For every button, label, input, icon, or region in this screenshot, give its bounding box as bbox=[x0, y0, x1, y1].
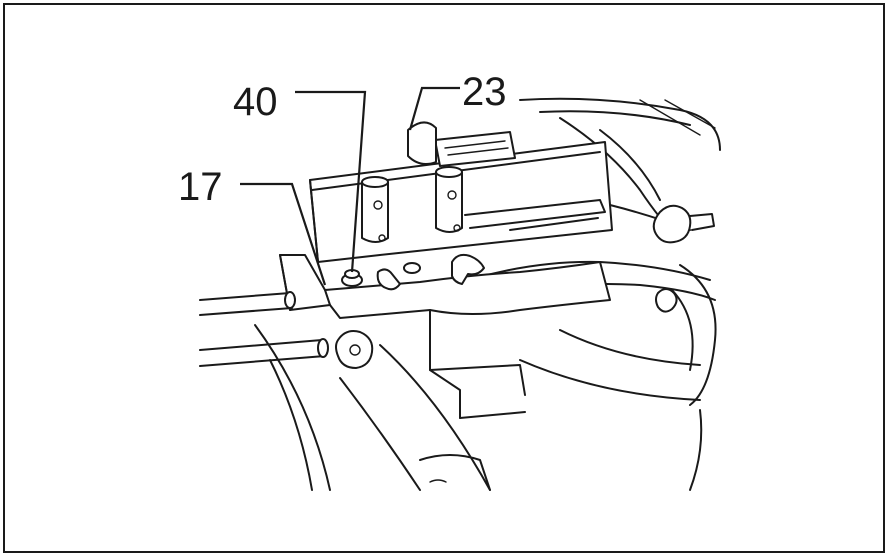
base-arm bbox=[254, 324, 491, 491]
callout-leader-17 bbox=[240, 182, 327, 286]
turntable-wing-nut bbox=[655, 288, 678, 313]
callout-leader-40 bbox=[295, 90, 367, 273]
clamp-post-right bbox=[435, 166, 463, 233]
extension-rods bbox=[199, 291, 329, 367]
adjustment-knob bbox=[652, 204, 715, 244]
callout-label-23: 23 bbox=[462, 70, 507, 114]
fence-top-bracket bbox=[407, 121, 516, 167]
fence-bolt-40 bbox=[341, 269, 363, 287]
base-casting bbox=[279, 254, 611, 419]
fence-wing-nut-right bbox=[451, 253, 485, 285]
base-lock-knob bbox=[335, 330, 374, 369]
clamp-post-left bbox=[361, 176, 389, 243]
fence-wing-nut-left bbox=[376, 262, 421, 291]
callout-label-40: 40 bbox=[233, 80, 278, 124]
callout-label-17: 17 bbox=[178, 165, 223, 209]
callout-leader-23 bbox=[408, 86, 460, 131]
saw-head bbox=[519, 97, 721, 241]
